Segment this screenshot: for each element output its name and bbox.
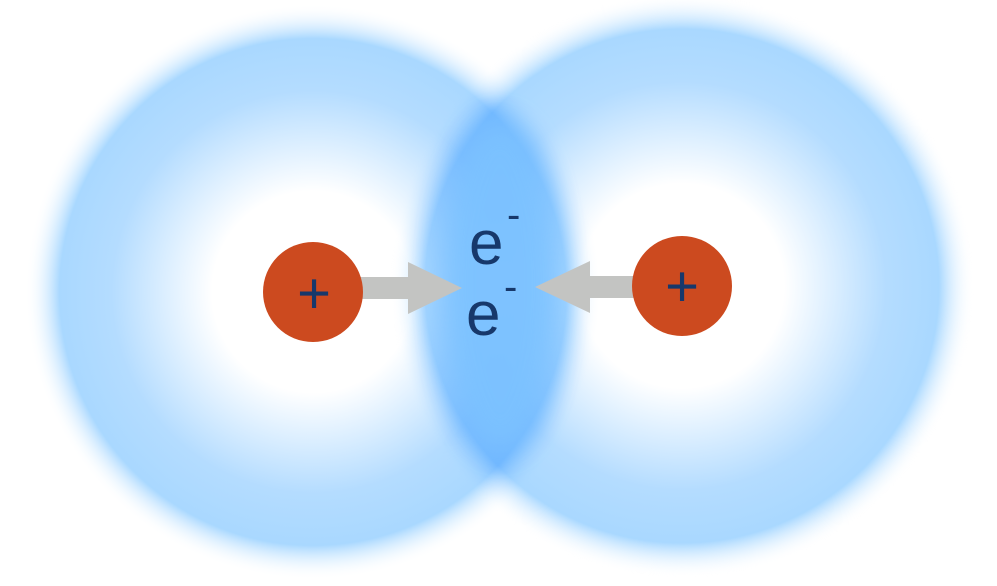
electron-1-charge: -	[507, 193, 520, 237]
electron-2-charge: -	[504, 265, 517, 309]
electron-1: e -	[469, 193, 520, 278]
electron-1-symbol: e	[469, 209, 503, 278]
left-arrow	[355, 262, 462, 314]
shared-electron-region	[442, 120, 558, 450]
electron-2-symbol: e	[466, 280, 500, 349]
left-nucleus-charge: +	[297, 261, 331, 326]
left-nucleus: +	[263, 242, 363, 342]
electron-2: e -	[466, 265, 517, 349]
right-arrow	[535, 261, 640, 313]
right-nucleus-charge: +	[665, 254, 699, 319]
right-nucleus: +	[632, 236, 732, 336]
